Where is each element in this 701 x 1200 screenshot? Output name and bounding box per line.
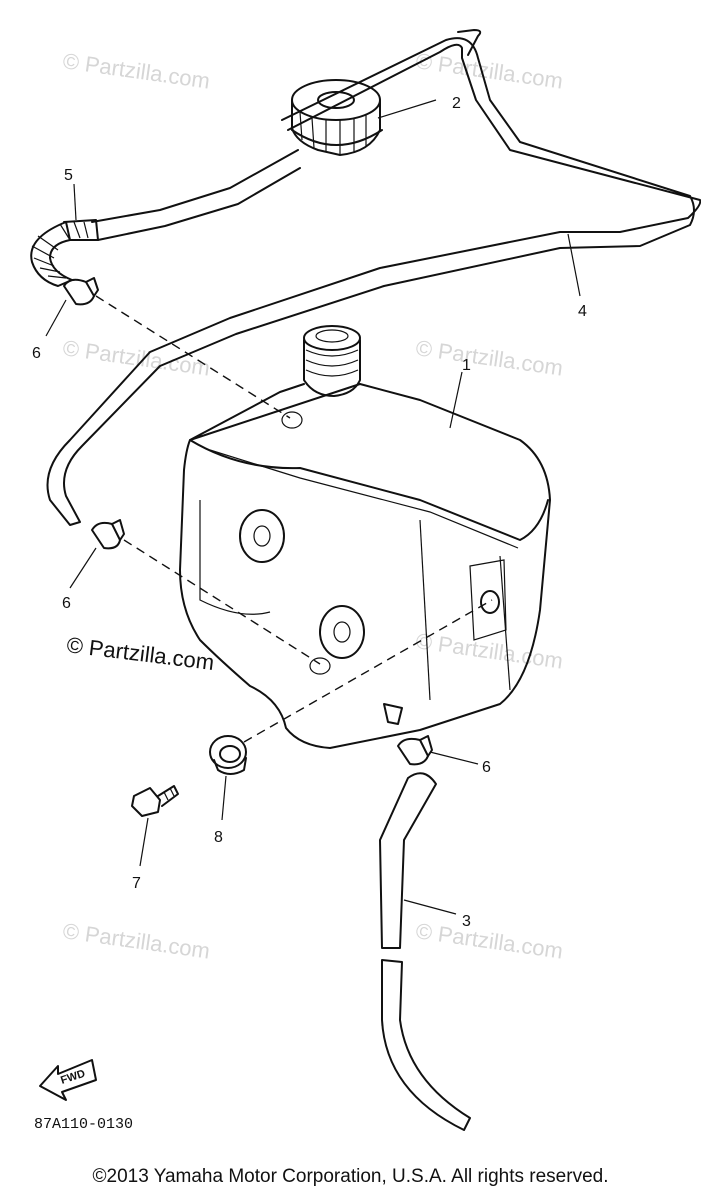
callout-bolt: 7 [132, 875, 141, 892]
copyright-footer: ©2013 Yamaha Motor Corporation, U.S.A. A… [92, 1166, 609, 1187]
bolt [131, 785, 179, 817]
callout-clamp-middle: 6 [62, 595, 71, 612]
grommet [209, 735, 247, 775]
callout-hose-protector: 5 [64, 167, 73, 184]
leader-lines [95, 295, 493, 743]
hose-lower [379, 772, 471, 1131]
breather-hose [46, 29, 701, 526]
watermark: © Partzilla.com [414, 48, 564, 93]
callout-numbers: 2 5 4 6 1 6 6 8 7 3 [32, 95, 587, 930]
callout-grommet: 8 [214, 829, 223, 846]
diagram-canvas: © Partzilla.com © Partzilla.com © Partzi… [30, 29, 701, 1133]
watermark: © Partzilla.com [414, 335, 564, 380]
watermark: © Partzilla.com [61, 335, 211, 380]
clamp-lower [397, 735, 433, 766]
callout-leaders [45, 99, 581, 915]
callout-clamp-lower: 6 [482, 759, 491, 776]
clamp-upper [63, 277, 99, 306]
fuel-tank [179, 325, 551, 749]
watermark-group: © Partzilla.com © Partzilla.com © Partzi… [61, 48, 564, 963]
protector-hose [91, 149, 301, 241]
watermark-main: © Partzilla.com [65, 632, 215, 675]
callout-hose-breather: 4 [578, 303, 587, 320]
callout-hose-lower: 3 [462, 913, 471, 930]
callout-cap: 2 [452, 95, 461, 112]
tank-cap [291, 79, 383, 156]
watermark: © Partzilla.com [61, 48, 211, 93]
diagram-code: 87A110-0130 [34, 1116, 133, 1133]
fwd-arrow-icon: FWD [39, 1059, 97, 1101]
watermark: © Partzilla.com [414, 918, 564, 963]
hose-protector [30, 219, 99, 287]
callout-tank: 1 [462, 357, 471, 374]
callout-clamp-upper: 6 [32, 345, 41, 362]
clamp-middle [91, 519, 125, 550]
watermark: © Partzilla.com [61, 918, 211, 963]
